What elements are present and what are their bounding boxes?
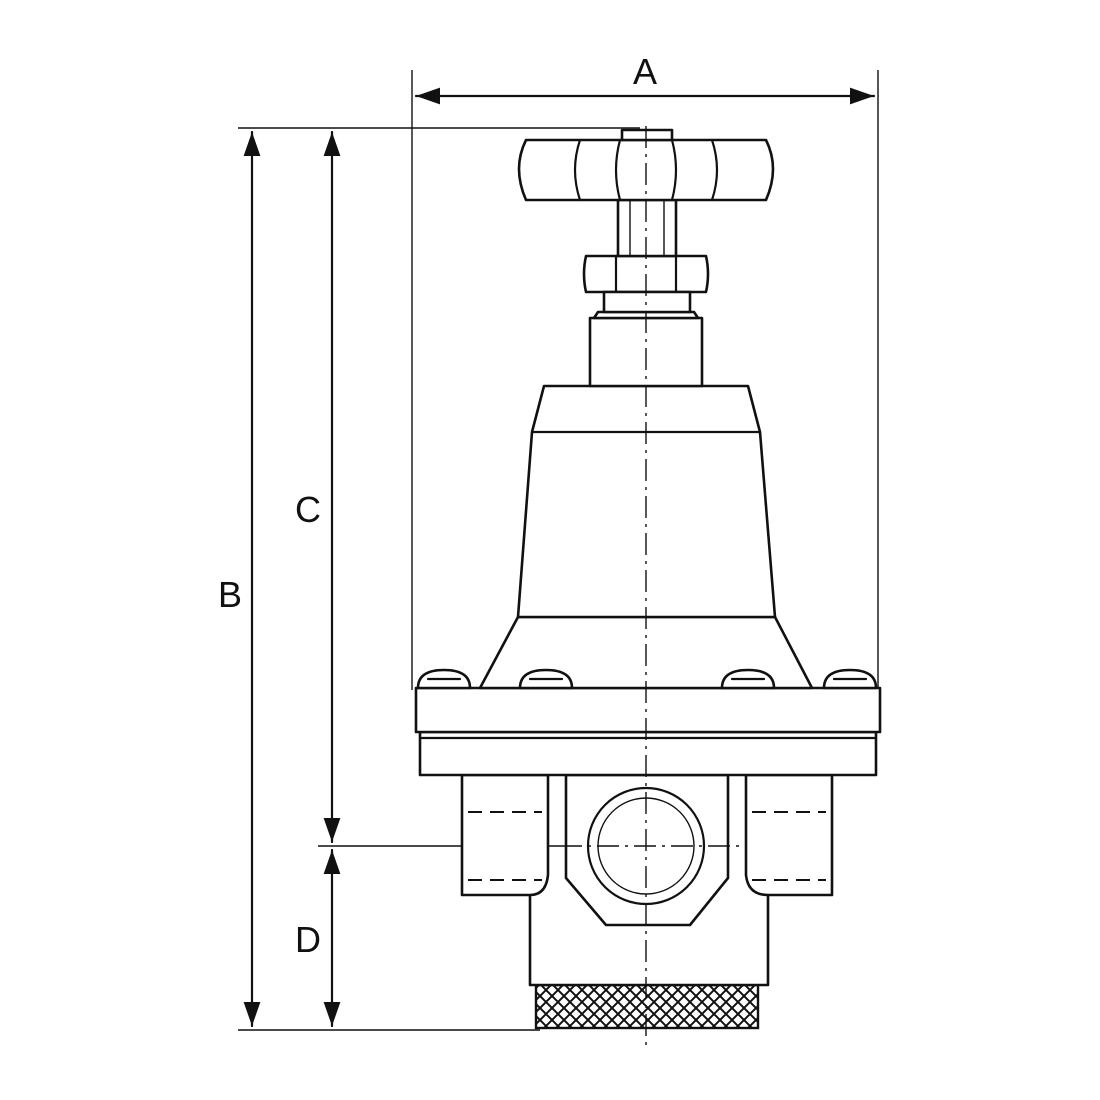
knurled-bottom-cap — [534, 983, 760, 1030]
dimension-label-b: B — [218, 574, 242, 615]
flange-screws — [416, 668, 878, 690]
left-port-boss — [460, 773, 550, 897]
regulator-outline — [414, 128, 882, 1030]
dimension-a: A — [411, 51, 879, 690]
adjusting-stem — [616, 198, 678, 258]
handwheel-cap — [620, 128, 674, 142]
dimension-c: C — [295, 130, 341, 844]
lower-flange — [418, 730, 878, 777]
upper-flange — [414, 686, 882, 734]
handwheel-lobe-2 — [614, 138, 622, 202]
dimension-b: B — [218, 127, 640, 1031]
handwheel-lobe-4 — [710, 138, 719, 202]
nut-washer — [602, 290, 692, 314]
dimension-label-c: C — [295, 489, 321, 530]
handwheel-lobe-3 — [670, 138, 678, 202]
dimension-label-d: D — [295, 919, 321, 960]
handwheel-lobe-1 — [573, 138, 582, 202]
lower-body — [528, 895, 770, 987]
right-port-boss — [744, 773, 834, 897]
dimension-label-a: A — [633, 51, 657, 92]
